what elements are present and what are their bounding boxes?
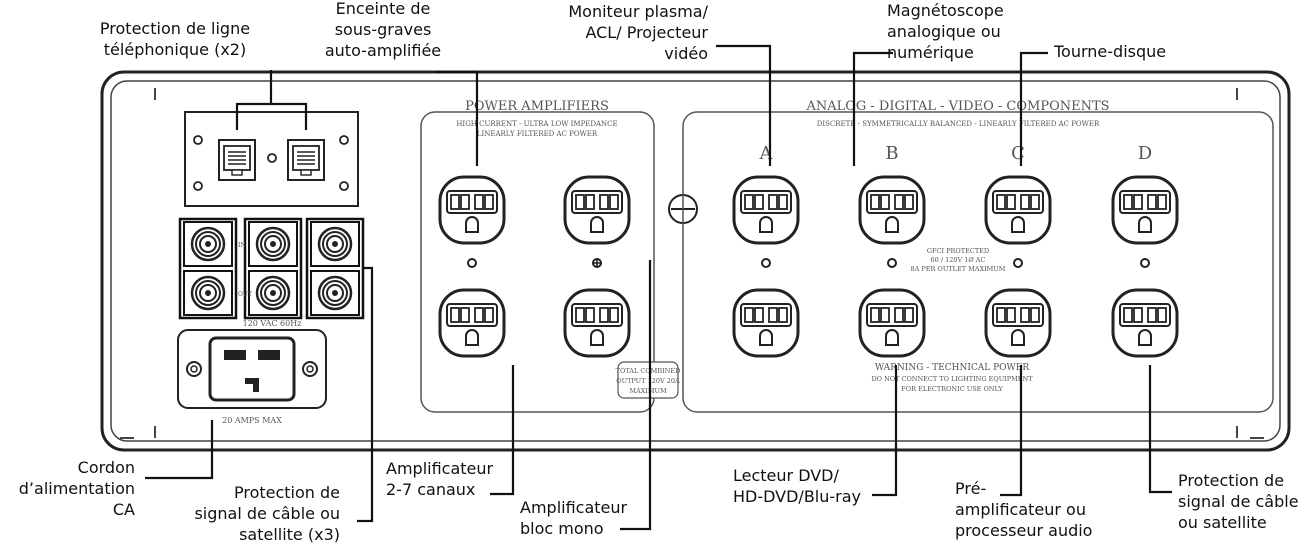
coax-connector[interactable]: [182, 220, 234, 268]
amps-max-label: 20 AMPS MAX: [222, 416, 282, 425]
ac-outlet[interactable]: [732, 175, 800, 245]
coax-connector[interactable]: [309, 220, 361, 268]
ac-outlet[interactable]: [858, 175, 926, 245]
column-c-label: C: [1011, 143, 1025, 164]
label-vcr: Magnétoscope analogique ou numérique: [887, 0, 1027, 63]
label-dvd-line-2: HD-DVD/Blu-ray: [733, 487, 862, 506]
chassis-outline: [100, 70, 1291, 452]
label-preamp-line-1: Pré-: [955, 479, 987, 498]
label-cord-line-2: d’alimentation: [18, 479, 135, 498]
coax-connector[interactable]: [247, 269, 299, 317]
label-cord-line-1: Cordon: [77, 458, 135, 477]
label-vcr-line-3: numérique: [887, 43, 974, 62]
label-ac-cord: Cordon d’alimentation CA: [0, 457, 135, 520]
column-d-label: D: [1138, 143, 1152, 164]
label-sub-line-3: auto-amplifiée: [324, 41, 442, 60]
label-plasma-monitor: Moniteur plasma/ ACL/ Projecteur vidéo: [540, 1, 708, 64]
total-combined-line-2: OUTPUT 120V 20A: [616, 377, 680, 385]
ac-outlet[interactable]: [563, 175, 631, 245]
coax-connector[interactable]: [182, 269, 234, 317]
label-mono-amp: Amplificateur bloc mono: [520, 497, 650, 539]
label-preamp-line-3: processeur audio: [955, 521, 1093, 540]
label-dvd-line-1: Lecteur DVD/: [733, 466, 839, 485]
total-combined-line-3: MAXIMUM: [629, 387, 667, 395]
ac-outlet[interactable]: [858, 288, 926, 358]
total-combined-line-1: TOTAL COMBINED: [616, 367, 681, 375]
ac-outlet[interactable]: [438, 175, 506, 245]
label-cablesat-line-1: Protection de: [1178, 471, 1285, 490]
label-cablesat-line-2: signal de câble: [1178, 492, 1299, 511]
label-preamp: Pré- amplificateur ou processeur audio: [955, 478, 1105, 541]
coax-connector[interactable]: [309, 269, 361, 317]
label-vcr-line-1: Magnétoscope: [887, 1, 1004, 20]
label-plasma-line-3: vidéo: [664, 44, 708, 63]
phone-jack-1[interactable]: [218, 139, 256, 181]
coax-connector[interactable]: [247, 220, 299, 268]
label-sub-line-1: Enceinte de: [335, 0, 431, 18]
label-sub-line-2: sous-graves: [334, 20, 432, 39]
ac-outlet[interactable]: [563, 288, 631, 358]
label-amp27-line-2: 2-7 canaux: [386, 480, 476, 499]
label-subwoofer: Enceinte de sous-graves auto-amplifiée: [318, 0, 448, 61]
coax-in-label: IN: [238, 242, 246, 249]
label-cable3-line-3: satellite (x3): [239, 525, 340, 544]
ac-outlet[interactable]: [984, 175, 1052, 245]
warning-line-2: DO NOT CONNECT TO LIGHTING EQUIPMENT: [871, 375, 1033, 383]
ac-inlet-socket[interactable]: [208, 336, 296, 402]
label-dvd-player: Lecteur DVD/ HD-DVD/Blu-ray: [733, 465, 883, 507]
label-cord-line-3: CA: [112, 500, 135, 519]
vac-label: 120 VAC 60Hz: [243, 319, 302, 328]
label-plasma-line-2: ACL/ Projecteur: [585, 23, 708, 42]
phone-jack-2[interactable]: [287, 139, 325, 181]
warning-line-3: FOR ELECTRONIC USE ONLY: [901, 385, 1003, 393]
column-b-label: B: [885, 143, 898, 164]
phone-protection-plate: [184, 111, 359, 207]
leader-lines: [145, 44, 1172, 531]
label-preamp-line-2: amplificateur ou: [955, 500, 1086, 519]
column-a-label: A: [759, 143, 774, 164]
components-title: ANALOG - DIGITAL - VIDEO - COMPONENTS: [805, 99, 1109, 114]
ac-outlet[interactable]: [438, 288, 506, 358]
ac-outlet[interactable]: [984, 288, 1052, 358]
ac-outlet[interactable]: [1111, 175, 1179, 245]
label-cable3-line-1: Protection de: [233, 483, 340, 502]
label-vcr-line-2: analogique ou: [887, 22, 1001, 41]
label-turntable-line: Tourne-disque: [1054, 42, 1167, 61]
power-amp-title: POWER AMPLIFIERS: [465, 99, 609, 114]
label-phone-line-1: Protection de ligne: [99, 19, 251, 38]
gfci-line-3: 8A PER OUTLET MAXIMUM: [911, 265, 1006, 273]
label-cable3-line-2: signal de câble ou: [194, 504, 340, 523]
label-plasma-line-1: Moniteur plasma/: [568, 2, 708, 21]
label-turntable: Tourne-disque: [1054, 41, 1194, 62]
ac-outlet[interactable]: [1111, 288, 1179, 358]
label-amp-2-7: Amplificateur 2-7 canaux: [386, 458, 516, 500]
ac-outlet[interactable]: [732, 288, 800, 358]
power-amp-subtitle-1: HIGH CURRENT - ULTRA LOW IMPEDANCE: [456, 120, 617, 128]
label-cable-protection-x3: Protection de signal de câble ou satelli…: [170, 482, 340, 545]
gfci-line-1: GFCI PROTECTED: [927, 247, 989, 255]
gfci-line-2: 60 / 120V 1Ø AC: [931, 256, 986, 264]
label-amp27-line-1: Amplificateur: [386, 459, 494, 478]
label-cablesat-line-3: ou satellite: [1178, 513, 1267, 532]
components-bank: [682, 111, 1274, 413]
label-cable-sat-protection: Protection de signal de câble ou satelli…: [1178, 470, 1308, 533]
power-amp-subtitle-2: LINEARLY FILTERED AC POWER: [477, 130, 598, 138]
warning-line-1: WARNING - TECHNICAL POWER: [875, 363, 1030, 373]
label-phone-protection: Protection de ligne téléphonique (x2): [70, 18, 280, 60]
power-amplifier-bank: [420, 111, 655, 413]
total-combined-box: [617, 361, 679, 399]
label-mono-line-2: bloc mono: [520, 519, 604, 538]
components-subtitle: DISCRETE - SYMMETRICALLY BALANCED - LINE…: [817, 120, 1100, 128]
label-phone-line-2: téléphonique (x2): [103, 40, 247, 59]
coax-out-label: OUT: [238, 291, 252, 298]
label-mono-line-1: Amplificateur: [520, 498, 628, 517]
